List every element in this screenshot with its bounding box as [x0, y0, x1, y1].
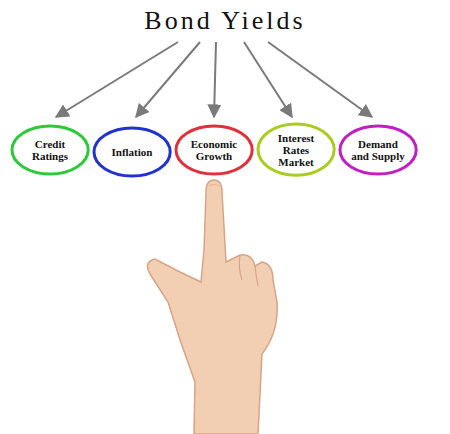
- finger-crease: [239, 256, 258, 286]
- factor-oval: Credit Ratings: [10, 124, 90, 176]
- factor-oval: Interest Rates Market: [256, 122, 336, 177]
- fingernail: [209, 185, 219, 187]
- factor-oval: Economic Growth: [174, 124, 254, 176]
- pointing-hand: [147, 180, 277, 434]
- pointer-arrow: [268, 42, 372, 117]
- pointer-arrow: [56, 42, 178, 117]
- factor-label: Credit Ratings: [23, 138, 77, 162]
- pointer-arrow: [214, 42, 216, 117]
- pointer-arrow: [136, 42, 200, 117]
- factor-label: Economic Growth: [187, 138, 241, 162]
- hand-shape: [147, 180, 277, 434]
- diagram-title: Bond Yields: [0, 6, 450, 36]
- factor-oval: Inflation: [92, 126, 172, 178]
- factor-label: Inflation: [105, 146, 159, 158]
- pointer-arrows: [56, 42, 372, 117]
- factor-label: Interest Rates Market: [269, 132, 323, 168]
- factor-label: Demand and Supply: [351, 138, 405, 162]
- factor-oval: Demand and Supply: [338, 124, 418, 176]
